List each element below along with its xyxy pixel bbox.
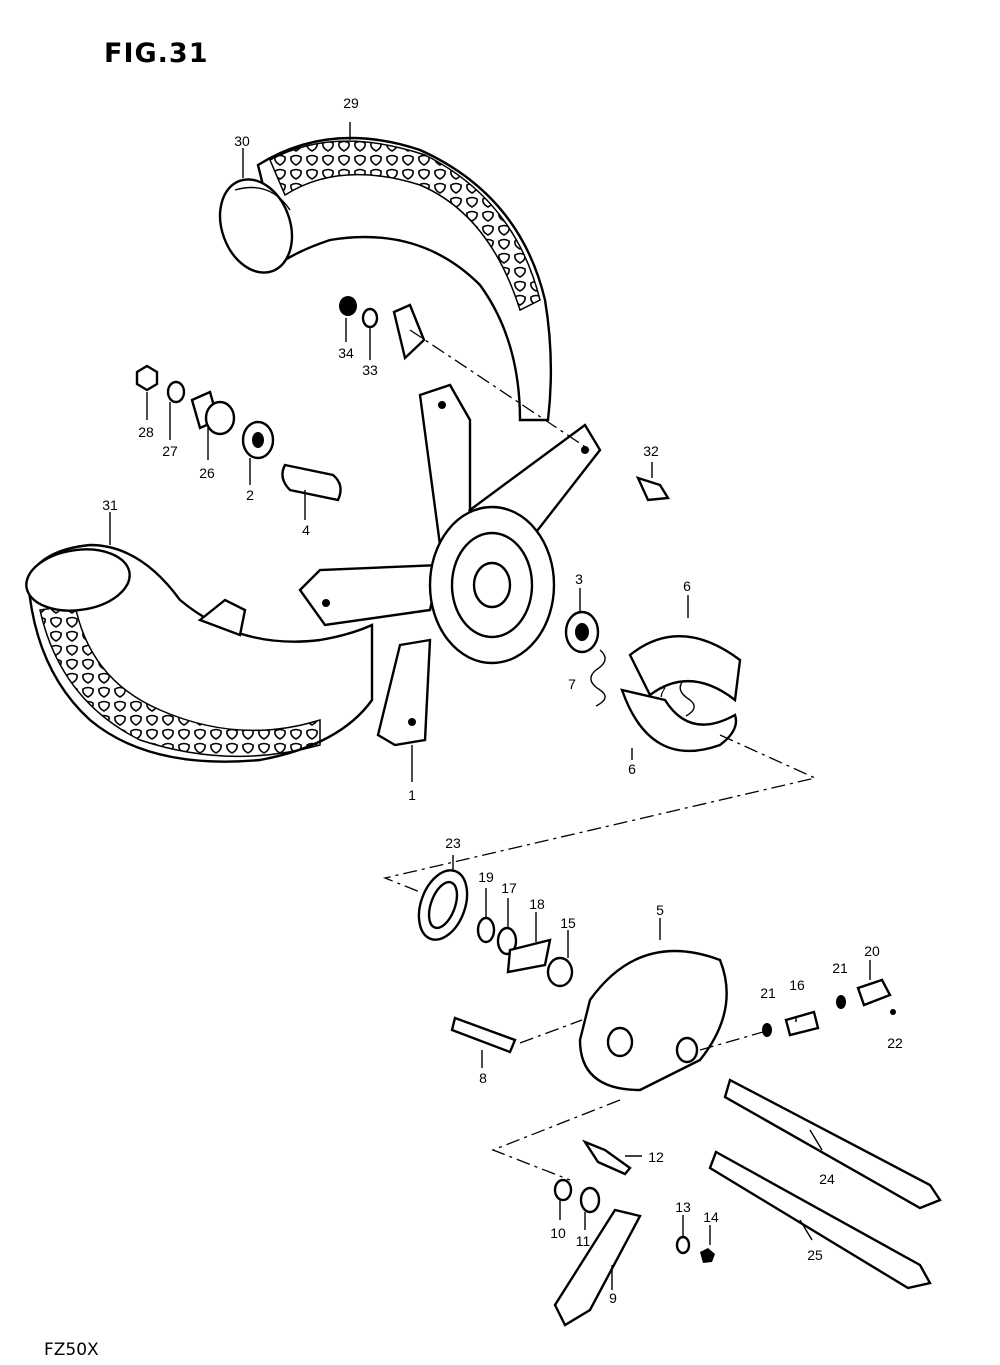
- brake-shoes: [590, 635, 742, 753]
- callout-25: 25: [807, 1247, 823, 1263]
- callout-11: 11: [576, 1233, 591, 1249]
- callout-12: 12: [648, 1149, 664, 1165]
- callout-labels: 29 30 34 33 28 27 26 2 4 32 31 3 6 7 7 1…: [102, 95, 903, 1306]
- callout-7b: 7: [658, 684, 666, 700]
- callout-9: 9: [609, 1290, 617, 1306]
- callout-7a: 7: [568, 676, 576, 692]
- callout-29: 29: [343, 95, 359, 111]
- axle-parts-upper: [135, 296, 671, 654]
- tire-upper: [218, 136, 553, 422]
- callout-14: 14: [703, 1209, 719, 1225]
- model-code: FZ50X: [44, 1340, 99, 1360]
- callout-34: 34: [338, 345, 354, 361]
- callout-13: 13: [675, 1199, 691, 1215]
- tire-lower: [25, 543, 374, 763]
- callout-23: 23: [445, 835, 461, 851]
- callout-31: 31: [102, 497, 118, 513]
- callout-16: 16: [789, 977, 805, 993]
- callout-33: 33: [362, 362, 378, 378]
- callout-6a: 6: [683, 578, 691, 594]
- callout-17: 17: [501, 880, 517, 896]
- callout-20: 20: [864, 943, 880, 959]
- callout-3: 3: [575, 571, 583, 587]
- callout-18: 18: [529, 896, 545, 912]
- callout-15: 15: [560, 915, 576, 931]
- brake-panel-parts: [417, 869, 942, 1327]
- callout-26: 26: [199, 465, 215, 481]
- leader-lines: [109, 122, 871, 1290]
- callout-6b: 6: [628, 761, 636, 777]
- figure-title: FIG.31: [104, 38, 209, 69]
- wheel-hub: [298, 383, 602, 747]
- callout-24: 24: [819, 1171, 835, 1187]
- callout-32: 32: [643, 443, 659, 459]
- callout-27: 27: [162, 443, 178, 459]
- callout-19: 19: [478, 869, 494, 885]
- callout-21b: 21: [832, 960, 848, 976]
- callout-8: 8: [479, 1070, 487, 1086]
- callout-1: 1: [408, 787, 416, 803]
- callout-10: 10: [550, 1225, 566, 1241]
- callout-28: 28: [138, 424, 154, 440]
- callout-30: 30: [234, 133, 250, 149]
- callout-5: 5: [656, 902, 664, 918]
- callout-2: 2: [246, 487, 254, 503]
- callout-22: 22: [887, 1035, 903, 1051]
- callout-4: 4: [302, 522, 310, 538]
- callout-21a: 21: [760, 985, 776, 1001]
